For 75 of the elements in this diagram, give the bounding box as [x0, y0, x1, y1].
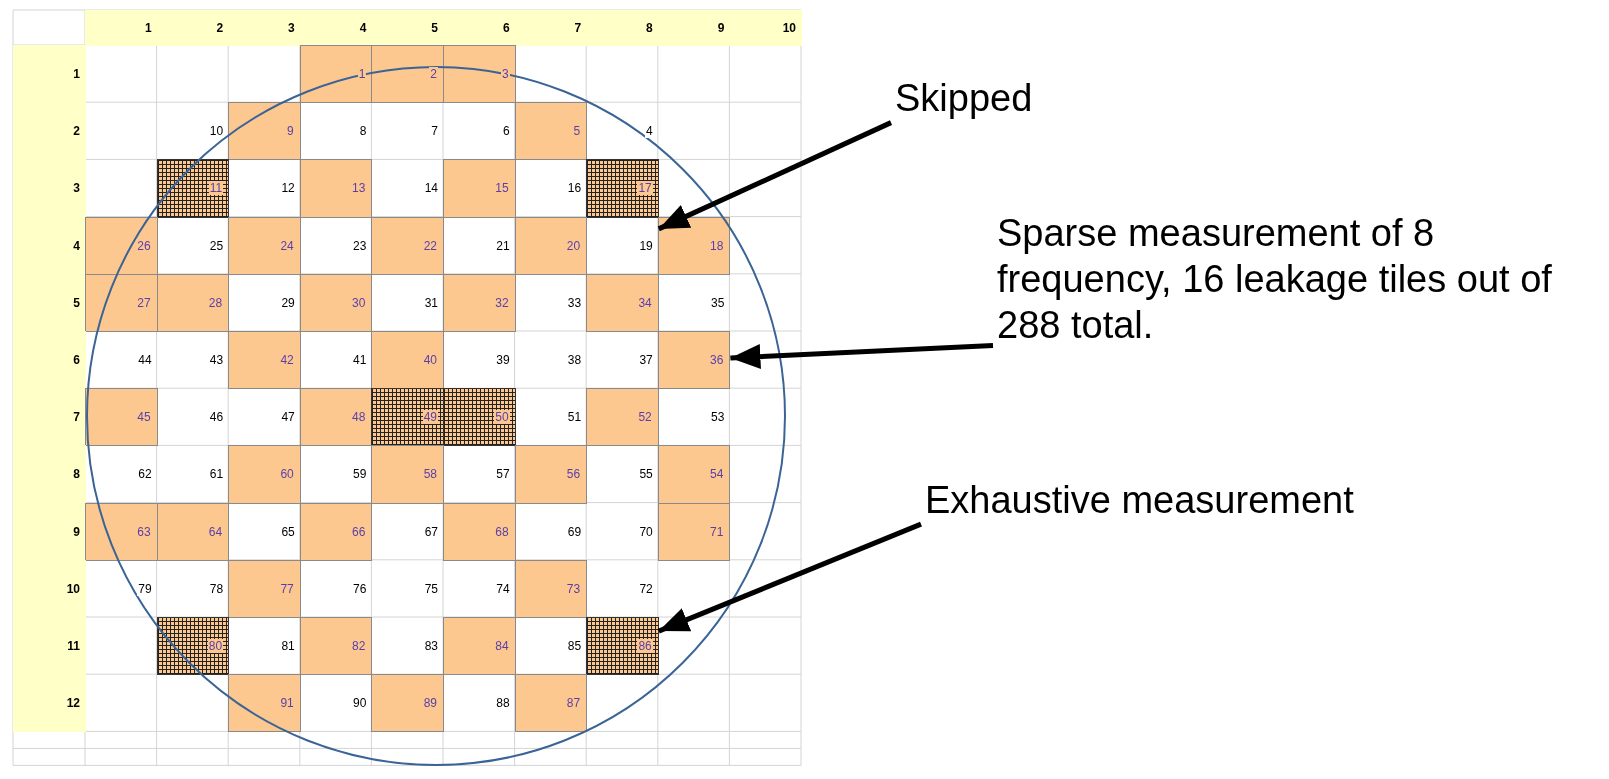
- column-header: 2: [156, 10, 230, 46]
- table-cell: 3: [443, 45, 516, 104]
- hatched-cell: 50: [443, 388, 516, 447]
- annotation-text: Sparse measurement of 8 frequency, 16 leakage tiles out of 288 total.: [997, 210, 1572, 348]
- row-header: 7: [13, 388, 86, 447]
- table-cell: 52: [586, 388, 659, 447]
- leader-arrow: [730, 343, 994, 370]
- table-cell: 40: [371, 331, 444, 390]
- row-header: 5: [13, 273, 86, 332]
- table-cell: 15: [443, 159, 516, 218]
- table-cell: 64: [156, 502, 230, 561]
- row-header: 8: [13, 445, 86, 504]
- table-cell: 27: [85, 273, 158, 332]
- row-header: 10: [13, 559, 86, 618]
- leader-arrow: [657, 120, 893, 232]
- hatched-cell: 17: [586, 159, 659, 218]
- table-cell: 45: [85, 388, 158, 447]
- row-header: 6: [13, 331, 86, 390]
- column-header: 3: [228, 10, 301, 46]
- table-cell: 54: [657, 445, 731, 504]
- table-cell: 77: [228, 559, 301, 618]
- table-cell: 22: [371, 216, 444, 275]
- annotation-text: Exhaustive measurement: [925, 477, 1354, 523]
- leader-arrow: [657, 521, 922, 634]
- row-header: 1: [13, 45, 86, 104]
- table-cell: 24: [228, 216, 301, 275]
- table-cell: 19: [586, 216, 659, 275]
- table-cell: 68: [443, 502, 516, 561]
- table-cell: 34: [586, 273, 659, 332]
- table-cell: 1: [299, 45, 373, 104]
- column-header: 9: [657, 10, 731, 46]
- table-cell: 20: [514, 216, 588, 275]
- table-cell: 56: [514, 445, 588, 504]
- table-cell: 73: [514, 559, 588, 618]
- table-cell-text: 10: [207, 123, 226, 141]
- table-cell: 58: [371, 445, 444, 504]
- table-cell: 42: [228, 331, 301, 390]
- table-cell: 60: [228, 445, 301, 504]
- table-cell: 89: [371, 674, 444, 733]
- table-cell: 2: [371, 45, 444, 104]
- hatched-cell: 49: [371, 388, 444, 447]
- table-cell: 63: [85, 502, 158, 561]
- table-cell: 36: [657, 331, 731, 390]
- table-cell: 9: [228, 102, 301, 161]
- column-header: 1: [85, 10, 158, 46]
- hatched-cell: 86: [586, 617, 659, 676]
- table-cell: 82: [299, 617, 373, 676]
- table-cell: 26: [85, 216, 158, 275]
- column-header: 5: [371, 10, 444, 46]
- table-cell: 5: [514, 102, 588, 161]
- row-header: 12: [13, 674, 86, 733]
- column-header: 7: [514, 10, 588, 46]
- table-cell: 32: [443, 273, 516, 332]
- table-cell: 66: [299, 502, 373, 561]
- table-cell: 84: [443, 617, 516, 676]
- table-cell: 91: [228, 674, 301, 733]
- table-cell: 30: [299, 273, 373, 332]
- row-header: 4: [13, 216, 86, 275]
- table-cell: 48: [299, 388, 373, 447]
- column-header: 8: [586, 10, 659, 46]
- table-cell-text: 4: [644, 123, 655, 141]
- hatched-cell: 11: [156, 159, 230, 218]
- table-cell: 13: [299, 159, 373, 218]
- column-header: 6: [443, 10, 516, 46]
- row-header: 11: [13, 617, 86, 676]
- table-cell: 87: [514, 674, 588, 733]
- column-header: 10: [729, 10, 802, 46]
- hatched-cell: 80: [156, 617, 230, 676]
- table-cell: 28: [156, 273, 230, 332]
- row-header: 9: [13, 502, 86, 561]
- table-cell: 71: [657, 502, 731, 561]
- column-header: 4: [299, 10, 373, 46]
- annotation-text: Skipped: [895, 75, 1033, 121]
- row-header: 2: [13, 102, 86, 161]
- row-header: 3: [13, 159, 86, 218]
